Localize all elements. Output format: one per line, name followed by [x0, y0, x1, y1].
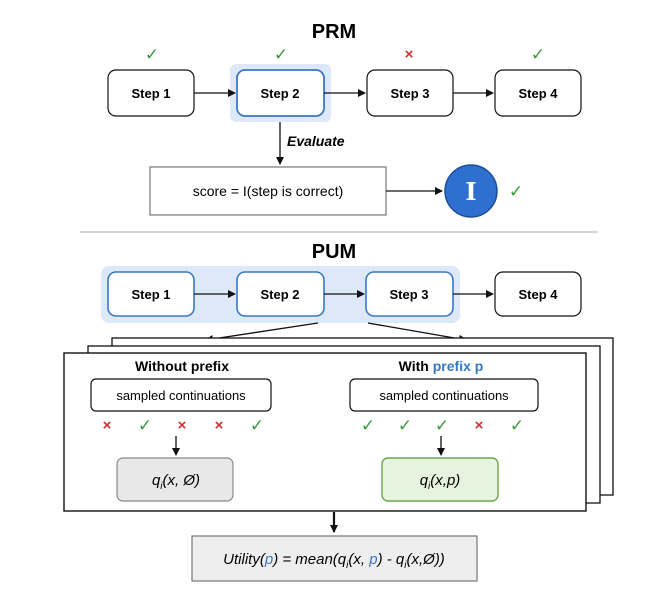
- prm-mark-4: ✓: [531, 45, 545, 64]
- prm-mark-1: ✓: [145, 45, 159, 64]
- with-mark-4: ×: [475, 417, 484, 434]
- prm-step-2: Step 2: [236, 69, 325, 117]
- without-mark-4: ×: [215, 417, 224, 434]
- prm-step-1-label: Step 1: [131, 86, 170, 101]
- with-prefix-sampled-box: sampled continuations: [349, 378, 539, 412]
- without-mark-5: ✓: [250, 416, 264, 435]
- with-mark-2: ✓: [398, 416, 412, 435]
- prm-title: PRM: [312, 21, 356, 43]
- with-mark-1: ✓: [361, 416, 375, 435]
- utility-box: Utility(p) = mean(qi(x, p) - qi(x,Ø)): [191, 535, 478, 582]
- without-prefix-sampled-box: sampled continuations: [90, 378, 272, 412]
- pum-step-1: Step 1: [107, 271, 195, 317]
- branch-arrow-left: [205, 322, 319, 343]
- prm-mark-2: ✓: [274, 45, 288, 64]
- q-empty-box: qi(x, Ø): [116, 457, 234, 502]
- with-mark-3: ✓: [435, 416, 449, 435]
- with-prefix-heading: With prefix p: [399, 358, 484, 374]
- q-prefix-text: qi(x,p): [420, 472, 461, 492]
- utility-formula: Utility(p) = mean(qi(x, p) - qi(x,Ø)): [223, 551, 445, 571]
- prm-step-2-label: Step 2: [260, 86, 299, 101]
- branch-arrow-right: [367, 322, 467, 343]
- indicator-check-icon: ✓: [509, 182, 523, 201]
- q-prefix-box: qi(x,p): [381, 457, 499, 502]
- pum-step-3-label: Step 3: [389, 287, 428, 302]
- pum-step-2-label: Step 2: [260, 287, 299, 302]
- prm-step-4: Step 4: [494, 69, 582, 117]
- pum-step-1-label: Step 1: [131, 287, 170, 302]
- score-box: score = I(step is correct): [149, 166, 387, 216]
- pum-step-2: Step 2: [236, 271, 325, 317]
- pum-step-3: Step 3: [365, 271, 454, 317]
- without-mark-3: ×: [178, 417, 187, 434]
- pum-title: PUM: [312, 241, 356, 263]
- score-text: score = I(step is correct): [193, 183, 344, 199]
- prm-step-4-label: Step 4: [518, 86, 558, 101]
- without-mark-1: ×: [103, 417, 112, 434]
- indicator-circle: I: [444, 164, 498, 218]
- pum-step-4-label: Step 4: [518, 287, 558, 302]
- with-mark-5: ✓: [510, 416, 524, 435]
- with-prefix-sampled-label: sampled continuations: [379, 388, 509, 403]
- prm-mark-3: ×: [405, 46, 414, 63]
- prm-step-1: Step 1: [107, 69, 195, 117]
- q-empty-text: qi(x, Ø): [152, 472, 200, 492]
- indicator-letter: I: [465, 177, 476, 206]
- pum-step-4: Step 4: [494, 271, 582, 317]
- without-prefix-sampled-label: sampled continuations: [116, 388, 246, 403]
- without-mark-2: ✓: [138, 416, 152, 435]
- prm-step-3-label: Step 3: [390, 86, 429, 101]
- evaluate-label: Evaluate: [287, 133, 345, 149]
- without-prefix-heading: Without prefix: [135, 358, 229, 374]
- prm-step-3: Step 3: [366, 69, 454, 117]
